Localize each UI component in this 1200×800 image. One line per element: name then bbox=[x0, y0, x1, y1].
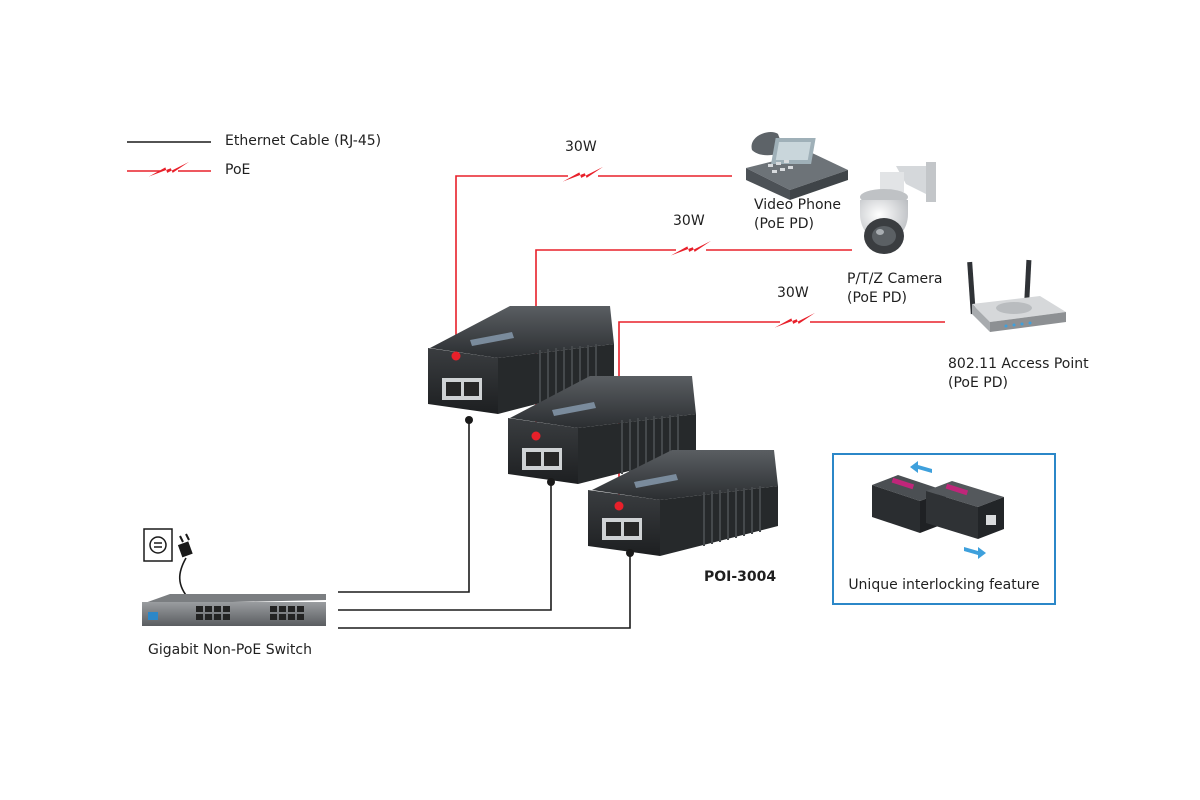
power-plug-icon bbox=[177, 533, 193, 558]
power-label-3: 30W bbox=[777, 285, 809, 301]
legend bbox=[127, 141, 211, 177]
switch-power-cable bbox=[178, 557, 191, 601]
interlocked-injectors-icon bbox=[872, 461, 1004, 559]
interlocking-inset: Unique interlocking feature bbox=[832, 453, 1056, 605]
switch-label: Gigabit Non-PoE Switch bbox=[148, 642, 312, 658]
ethernet-cable-1 bbox=[338, 420, 470, 593]
power-outlet-icon bbox=[143, 528, 173, 562]
camera-label: P/T/Z Camera (PoE PD) bbox=[847, 270, 942, 308]
access-point-icon bbox=[967, 259, 1066, 332]
poe-injector-3 bbox=[588, 450, 778, 557]
access-point-type: (PoE PD) bbox=[948, 375, 1008, 391]
camera-name: P/T/Z Camera bbox=[847, 271, 943, 287]
inset-caption: Unique interlocking feature bbox=[848, 577, 1040, 593]
power-label-2: 30W bbox=[673, 213, 705, 229]
access-point-label: 802.11 Access Point (PoE PD) bbox=[948, 355, 1089, 393]
legend-poe-label: PoE bbox=[225, 162, 251, 178]
access-point-name: 802.11 Access Point bbox=[948, 356, 1089, 372]
ethernet-cable-2 bbox=[338, 482, 552, 611]
power-label-1: 30W bbox=[565, 139, 597, 155]
video-phone-name: Video Phone bbox=[754, 197, 842, 213]
video-phone-type: (PoE PD) bbox=[754, 216, 814, 232]
poe-injector-2 bbox=[508, 376, 696, 486]
poe-injector-1 bbox=[428, 306, 614, 424]
ethernet-cable-3 bbox=[338, 553, 631, 629]
ethernet-cables bbox=[178, 420, 631, 629]
legend-poe-line bbox=[127, 161, 211, 177]
poe-bolts bbox=[563, 166, 815, 330]
model-label: POI-3004 bbox=[704, 569, 777, 585]
camera-type: (PoE PD) bbox=[847, 290, 907, 306]
switch-icon bbox=[142, 594, 326, 626]
video-phone-icon bbox=[746, 131, 848, 200]
legend-ethernet-label: Ethernet Cable (RJ-45) bbox=[225, 133, 382, 149]
video-phone-label: Video Phone (PoE PD) bbox=[754, 196, 841, 234]
poe-cable-video-phone bbox=[455, 175, 732, 356]
ptz-camera-icon bbox=[860, 162, 936, 254]
